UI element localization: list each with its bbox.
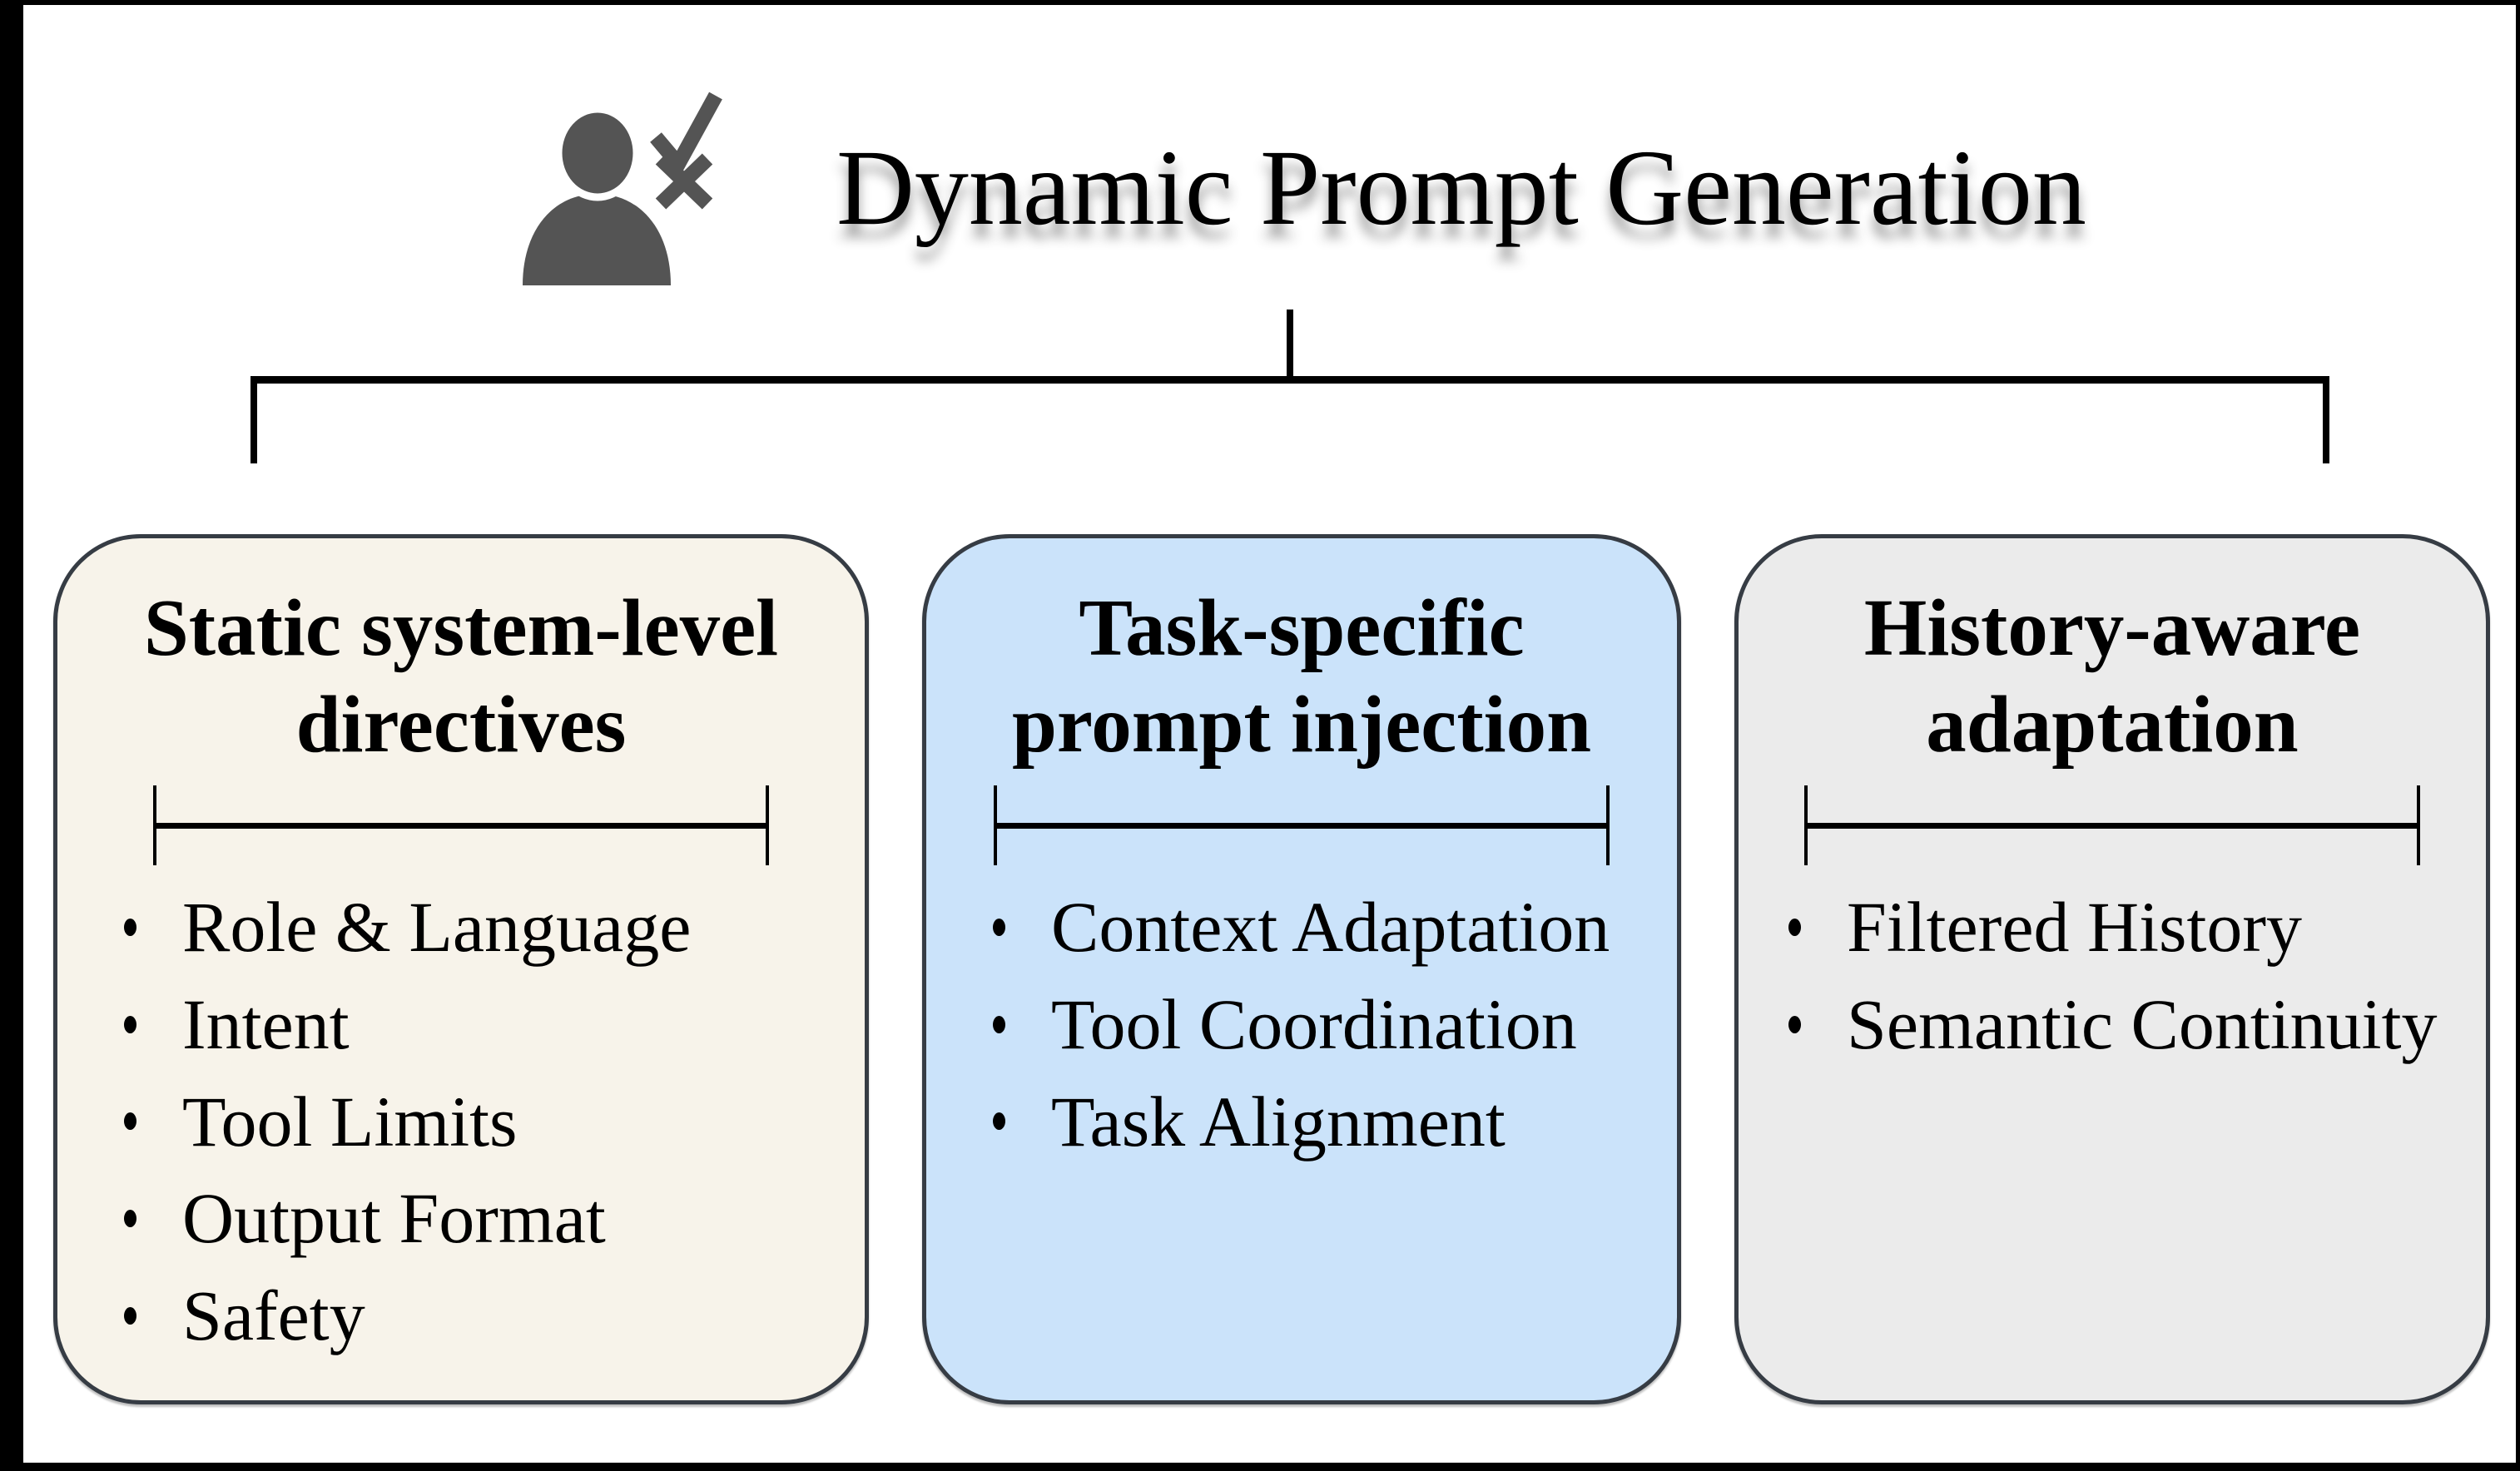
list-item: Role & Language [124, 886, 848, 967]
frame-border-right [2516, 0, 2520, 1471]
bracket-rule [153, 785, 769, 865]
list-item: Filtered History [1788, 886, 2469, 967]
connector-right-drop [2323, 376, 2329, 463]
branch-title: Static system-level directives [143, 583, 779, 770]
connector-horizontal [251, 376, 2329, 384]
bullet-dot [124, 918, 136, 936]
bracket-rule-line [997, 822, 1606, 829]
list-item-label: Safety [182, 1275, 365, 1356]
branch-title: Task-specific prompt injection [1011, 583, 1592, 770]
frame-border-top [0, 0, 2520, 5]
list-item-label: Filtered History [1847, 886, 2302, 967]
connector-left-drop [251, 376, 257, 463]
list-item-label: Task Alignment [1051, 1081, 1506, 1161]
list-item: Intent [124, 983, 848, 1064]
bullet-dot [993, 918, 1005, 936]
frame-border-left [0, 0, 23, 1471]
bracket-rule-line [1808, 822, 2417, 829]
branch-title: History-aware adaptation [1863, 583, 2361, 770]
list-item-label: Context Adaptation [1051, 886, 1610, 967]
bullet-dot [993, 1112, 1005, 1131]
list-item-label: Semantic Continuity [1847, 983, 2438, 1064]
person-head [554, 105, 641, 201]
list-item-label: Intent [182, 983, 350, 1064]
bracket-rule [994, 785, 1610, 865]
list-item: Output Format [124, 1180, 848, 1257]
list-item-label: Tool Coordination [1051, 983, 1577, 1064]
list-item: Safety [124, 1277, 848, 1355]
bullet-dot [1788, 918, 1801, 936]
bullet-dot [124, 1015, 136, 1033]
branch-card-history-aware: History-aware adaptation Filtered Histor… [1734, 534, 2490, 1404]
x-mark [655, 153, 713, 210]
bullet-list: Role & Language Intent Tool Limits Outpu… [57, 886, 865, 1355]
list-item-label: Role & Language [182, 886, 692, 967]
bullet-dot [1788, 1015, 1801, 1033]
list-item: Tool Limits [124, 1081, 848, 1161]
bullet-dot [993, 1015, 1005, 1033]
branch-card-task-specific: Task-specific prompt injection Context A… [922, 534, 1681, 1404]
bracket-rule-line [156, 822, 766, 829]
bullet-list: Context Adaptation Tool Coordination Tas… [926, 886, 1677, 1161]
bullet-dot [124, 1210, 136, 1228]
bullet-dot [124, 1112, 136, 1131]
list-item: Context Adaptation [993, 886, 1660, 967]
connector-stem [1287, 310, 1293, 381]
person-body [523, 194, 671, 285]
branch-card-static-directives: Static system-level directives Role & La… [53, 534, 869, 1404]
bullet-list: Filtered History Semantic Continuity [1739, 886, 2486, 1064]
list-item: Tool Coordination [993, 983, 1660, 1064]
person-check-x-icon [516, 87, 724, 287]
bracket-rule [1804, 785, 2420, 865]
list-item-label: Output Format [182, 1178, 606, 1259]
list-item: Semantic Continuity [1788, 983, 2469, 1064]
check-mark [650, 92, 722, 177]
list-item-label: Tool Limits [182, 1081, 518, 1161]
page-title: Dynamic Prompt Generation [836, 128, 2086, 248]
bullet-dot [124, 1307, 136, 1325]
frame-border-bottom [0, 1463, 2520, 1471]
list-item: Task Alignment [993, 1081, 1660, 1161]
